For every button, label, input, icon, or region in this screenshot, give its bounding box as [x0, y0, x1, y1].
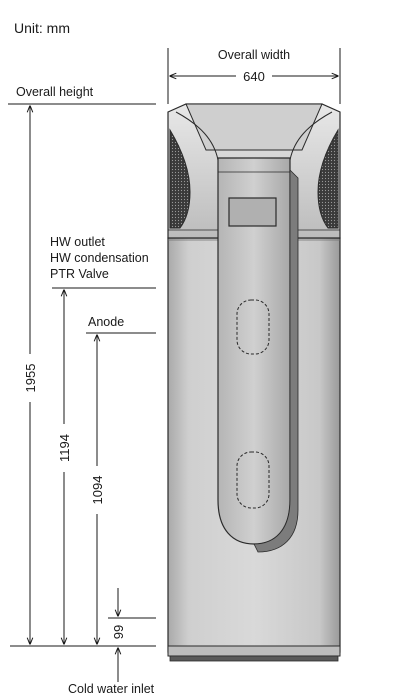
- base-plinth: [167, 645, 341, 657]
- top-cap: [185, 103, 323, 151]
- overall-height-label: Overall height: [16, 85, 94, 99]
- display-screen: [228, 197, 277, 227]
- ptr-valve-label: PTR Valve: [50, 267, 109, 281]
- anode-height-dimension: 1094: [90, 335, 105, 644]
- hw-outlet-height-value: 1194: [57, 434, 72, 462]
- lower-access-cover: [236, 451, 270, 509]
- cold-inlet-height-dimension: 99: [111, 588, 126, 682]
- front-panel-shadow: [253, 169, 299, 553]
- overall-height-dimension: 1955: [23, 106, 38, 644]
- left-vent-grille: [169, 128, 191, 229]
- overall-width-dimension: Overall width 640: [167, 48, 341, 104]
- base-foot-strip: [169, 655, 339, 662]
- hw-condensation-label: HW condensation: [50, 251, 149, 265]
- anode-label: Anode: [88, 315, 124, 329]
- overall-height-value: 1955: [23, 364, 38, 393]
- upper-access-cover: [236, 299, 270, 355]
- cold-water-inlet-label: Cold water inlet: [68, 682, 155, 696]
- hw-outlet-height-dimension: 1194: [57, 290, 72, 644]
- heat-pump-unit: [167, 103, 341, 662]
- hw-outlet-label: HW outlet: [50, 235, 105, 249]
- anode-height-value: 1094: [90, 476, 105, 505]
- overall-width-value: 640: [243, 69, 265, 84]
- overall-width-label: Overall width: [218, 48, 290, 62]
- cold-inlet-height-value: 99: [111, 625, 126, 639]
- right-vent-grille: [317, 128, 339, 229]
- unit-label: Unit: mm: [14, 20, 70, 36]
